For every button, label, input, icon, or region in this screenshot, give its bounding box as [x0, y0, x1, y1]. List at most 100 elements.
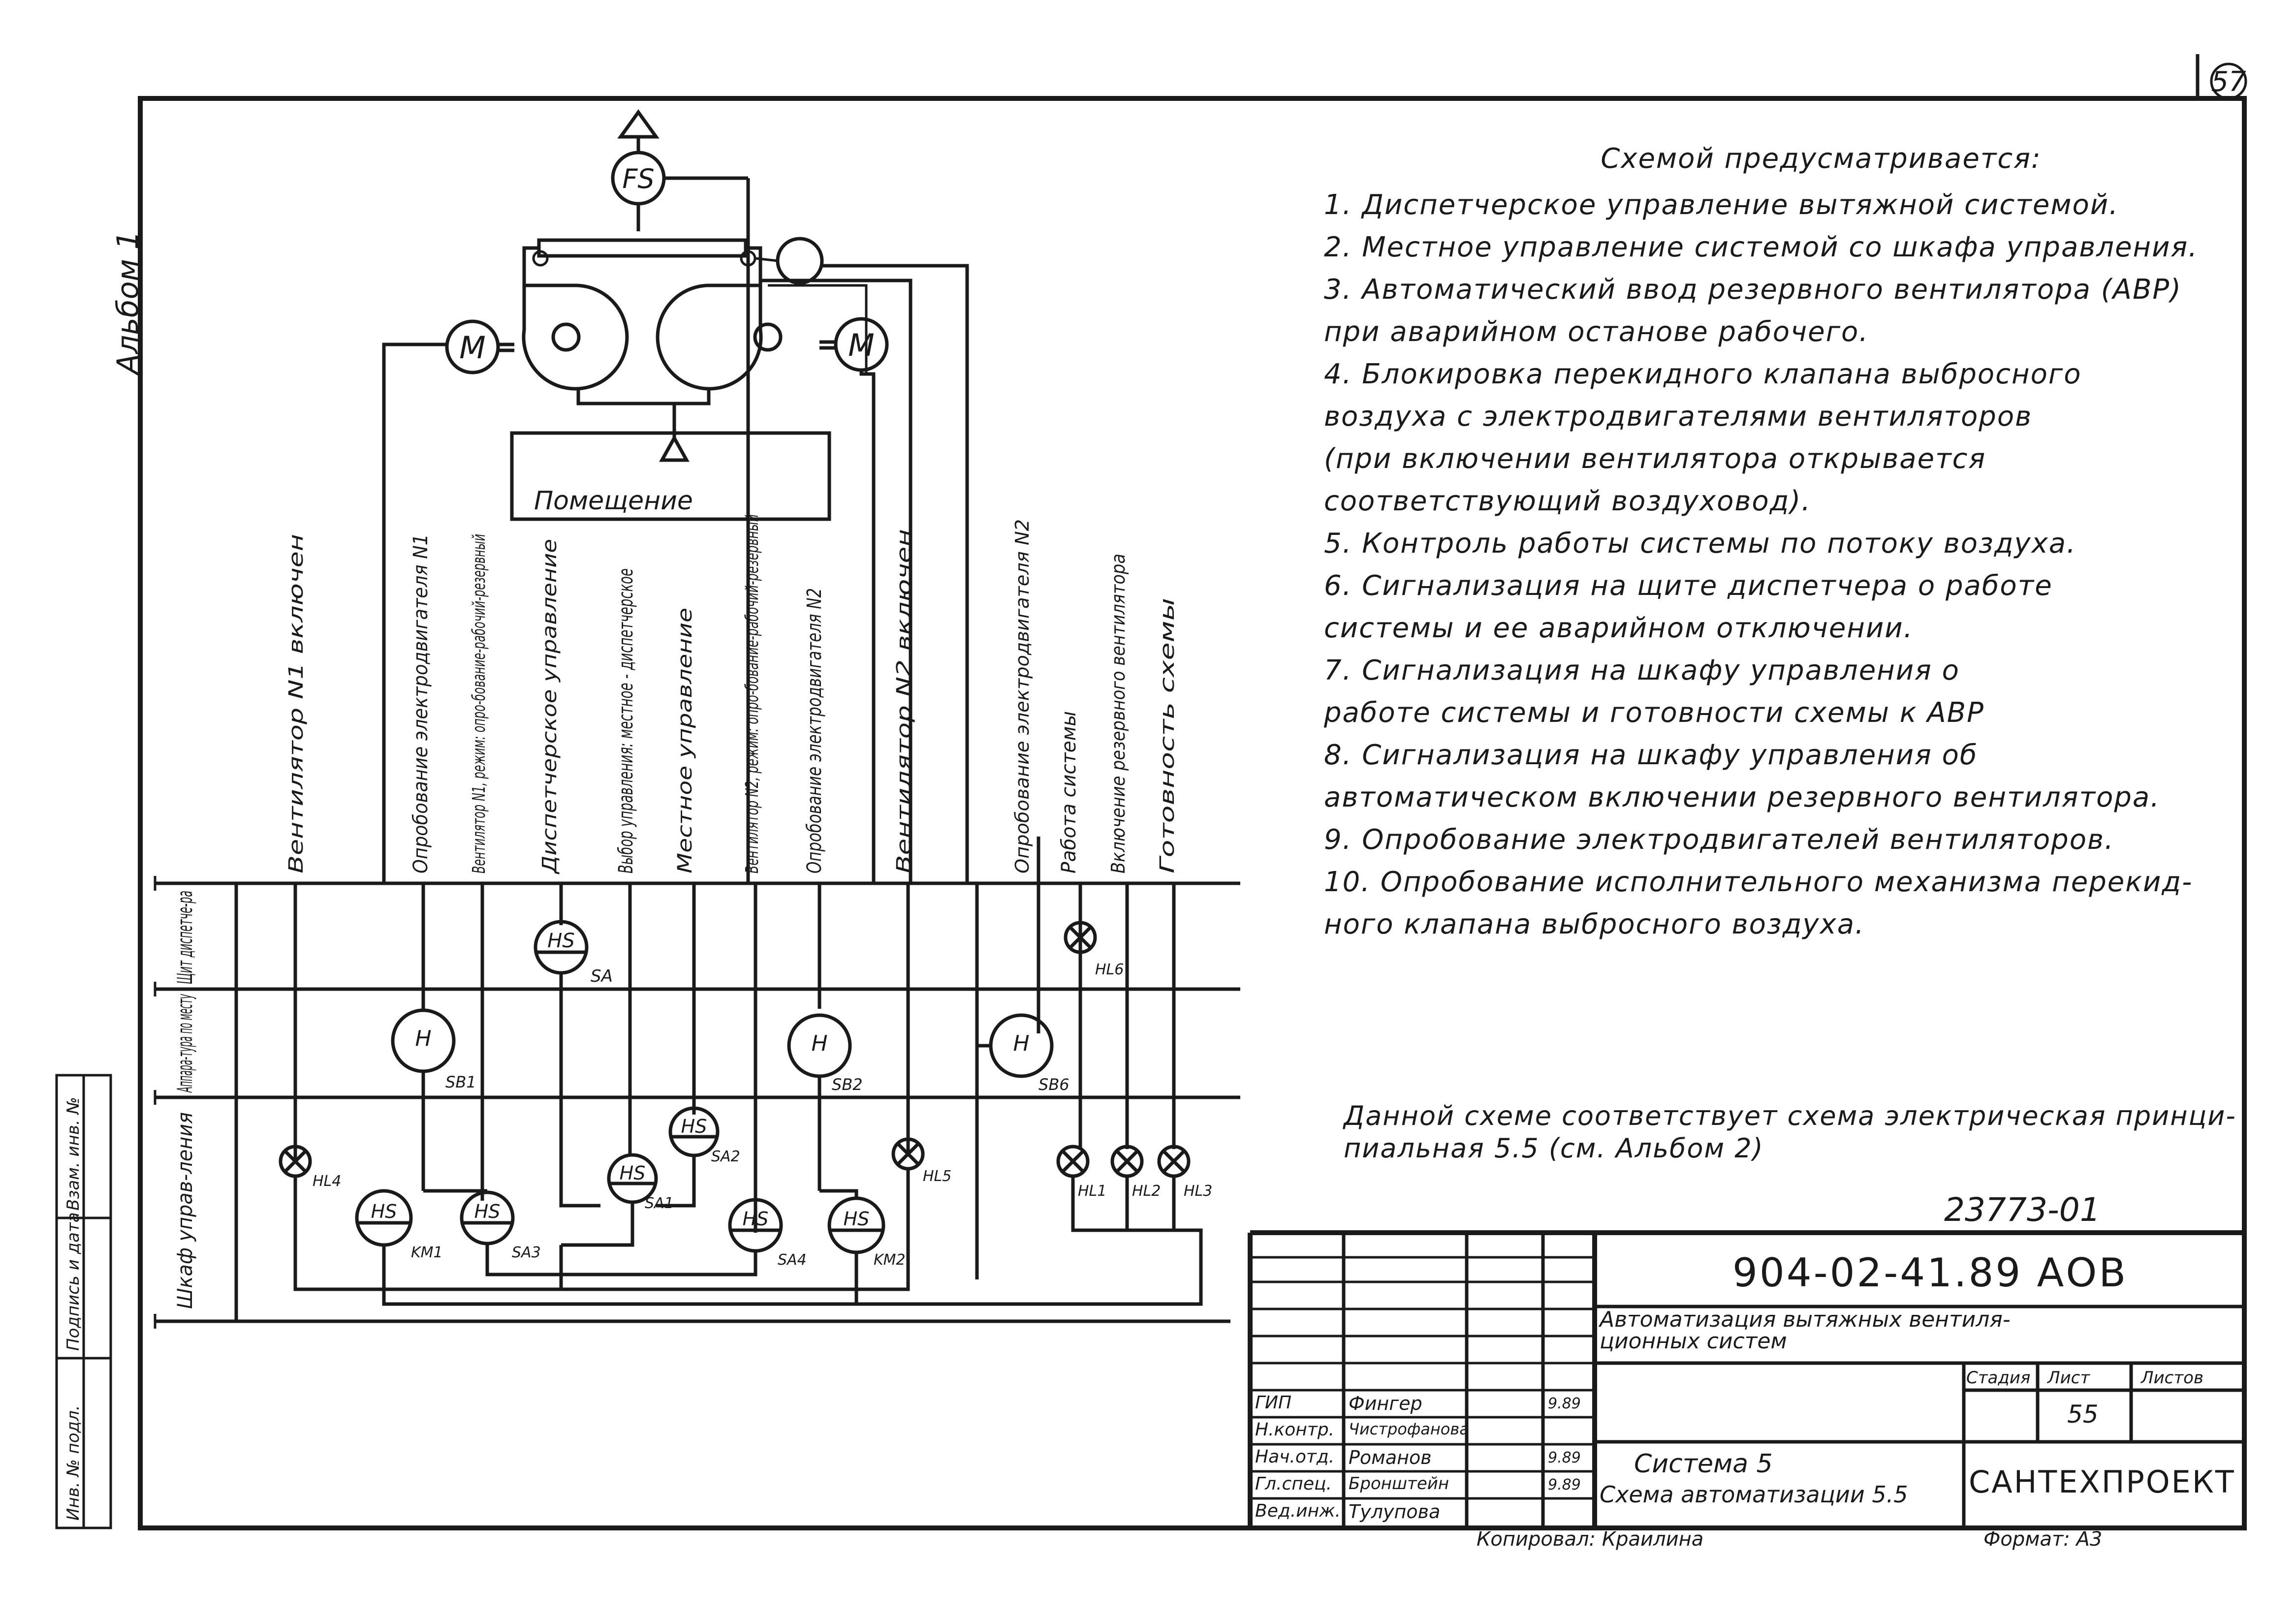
svg-text:SA2: SA2 — [711, 1148, 740, 1165]
system-name: Система 5 — [1634, 1449, 1773, 1479]
signal-label-3: Вентилятор N1, режим: опро-бование-рабоч… — [469, 534, 489, 873]
note-item-4: 4. Блокировка перекидного клапана выброс… — [1324, 358, 2082, 517]
date-1: 9.89 — [1548, 1395, 1581, 1412]
page-number-circle — [2210, 62, 2247, 100]
date-4: 9.89 — [1548, 1476, 1581, 1494]
switch-km2: HS KM2 — [827, 1196, 906, 1269]
row-label-cabinet: Шкаф управ-ления — [173, 1112, 197, 1309]
room-label: Помещение — [534, 486, 693, 516]
svg-text:KM2: KM2 — [874, 1251, 906, 1269]
note-item-8: 8. Сигнализация на шкафу управления об а… — [1324, 739, 2160, 813]
cabinet-bus — [293, 1265, 910, 1291]
note-item-6: 6. Сигнализация на щите диспетчера о раб… — [1324, 570, 2053, 644]
switch-sa1: HS SA1 — [607, 1153, 674, 1212]
signal-label-4: Диспетчерское управление — [538, 539, 561, 874]
svg-text:SB1: SB1 — [445, 1073, 476, 1091]
stamp-text-1: Инв. № подл. — [63, 1405, 83, 1521]
row-labels: Щит диспетче-ра Аппара-тура по месту Шка… — [173, 891, 197, 1309]
button-sb1: H SB1 — [391, 1008, 476, 1091]
lamp-hl5: HL5 — [891, 1137, 951, 1185]
left-stamp: Инв. № подл. Подпись и дата Взам. инв. № — [55, 1074, 112, 1529]
svg-text:SA4: SA4 — [778, 1251, 807, 1269]
lamp-hl6: HL6 — [1064, 921, 1124, 978]
fan-2 — [656, 283, 783, 391]
lamp-hl2: HL2 — [1110, 1145, 1161, 1200]
svg-text:HL2: HL2 — [1132, 1182, 1161, 1200]
svg-text:SA1: SA1 — [645, 1195, 674, 1212]
note-item-9: 9. Опробование электродвигателей вентиля… — [1324, 824, 2114, 856]
svg-text:SB2: SB2 — [832, 1075, 863, 1094]
changeover-damper-left — [532, 250, 549, 267]
role-nach-otd: Нач.отд. — [1255, 1447, 1335, 1467]
correspondence-note: Данной схеме соответствует схема электри… — [1344, 1100, 2236, 1164]
inventory-number: 23773-01 — [1944, 1191, 2101, 1229]
motor-1: M — [445, 319, 514, 374]
paper-format: Формат: А3 — [1983, 1528, 2103, 1551]
organization-name: САНТЕХПРОЕКТ — [1969, 1464, 2235, 1500]
sheet-header: Лист — [2047, 1368, 2090, 1388]
sheet-frame — [138, 96, 2247, 1530]
stamp-text-3: Взам. инв. № — [63, 1097, 83, 1211]
notes-block: Схемой предусматривается: 1. Диспетчерск… — [1324, 138, 2249, 946]
album-label: Альбом 1 — [111, 231, 145, 376]
switch-sa3: HS SA3 — [460, 1190, 541, 1261]
name-bronshtein: Бронштейн — [1349, 1474, 1449, 1494]
svg-text:SA: SA — [591, 966, 613, 986]
signal-label-10: Опробование электродвигателя N2 — [1011, 519, 1033, 873]
name-romanov: Романов — [1349, 1447, 1432, 1468]
drawing-name: Схема автоматизации 5.5 — [1600, 1481, 1908, 1508]
name-tulupova: Тулупова — [1349, 1501, 1441, 1523]
title-block-grid — [1248, 1230, 2244, 1528]
svg-text:H: H — [1013, 1031, 1029, 1056]
svg-text:HS: HS — [681, 1116, 707, 1137]
svg-text:HS: HS — [844, 1208, 870, 1230]
notes-header: Схемой предусматривается: — [1601, 143, 2042, 175]
stage-header: Стадия — [1966, 1368, 2031, 1388]
exhaust-outlet — [617, 109, 660, 153]
signal-label-13: Готовность схемы — [1156, 598, 1179, 873]
room-box — [510, 431, 831, 521]
exhaust-header-duct — [537, 238, 748, 258]
button-sb2: H SB2 — [787, 1013, 863, 1094]
page-number: 57 — [2211, 66, 2246, 98]
svg-text:HS: HS — [547, 930, 574, 952]
signal-lines — [293, 176, 1176, 1279]
lamp-hl4: HL4 — [279, 1145, 341, 1190]
suction-duct — [576, 389, 711, 405]
note-item-5: 5. Контроль работы системы по потоку воз… — [1324, 528, 2076, 560]
note-item-2: 2. Местное управление системой со шкафа … — [1324, 231, 2199, 263]
svg-text:FS: FS — [622, 163, 654, 194]
svg-text:M: M — [459, 330, 486, 366]
stamp-text-2: Подпись и дата — [63, 1212, 83, 1351]
signal-label-9: Вентилятор N2 включен — [893, 529, 915, 873]
switch-sa: HS SA — [534, 920, 613, 986]
damper-actuator — [776, 237, 824, 285]
svg-text:HL6: HL6 — [1095, 961, 1124, 978]
signal-label-2: Опробование электродвигателя N1 — [409, 534, 432, 873]
svg-text:HL3: HL3 — [1184, 1182, 1212, 1200]
role-gl-spec: Гл.спец. — [1255, 1474, 1332, 1494]
signal-label-6: Местное управление — [674, 608, 696, 873]
copied-by: Копировал: Краилина — [1477, 1528, 1704, 1551]
signal-label-12: Включение резервного вентилятора — [1107, 554, 1129, 873]
switch-km1: HS KM1 — [355, 1189, 443, 1261]
project-title: Автоматизация вытяжных вентиля- ционных … — [1600, 1307, 2011, 1354]
row-label-dispatch: Щит диспетче-ра — [173, 891, 197, 984]
svg-text:KM1: KM1 — [411, 1244, 443, 1261]
signal-label-5: Выбор управления: местное - диспетчерско… — [615, 568, 637, 873]
svg-text:M: M — [848, 327, 875, 363]
name-finger: Фингер — [1349, 1393, 1422, 1414]
room-inlet-arrow — [659, 434, 690, 462]
svg-text:H: H — [415, 1026, 431, 1051]
note-item-3: 3. Автоматический ввод резервного вентил… — [1324, 274, 2182, 348]
svg-text:HS: HS — [371, 1201, 397, 1222]
switch-sa2: HS SA2 — [668, 1106, 740, 1165]
name-chistrofanova: Чистрофанова — [1349, 1420, 1469, 1438]
svg-text:HS: HS — [474, 1201, 501, 1222]
duct-right-branch — [746, 246, 762, 285]
document-code: 904-02-41.89 АОВ — [1732, 1250, 2128, 1296]
button-sb6: H SB6 — [989, 1013, 1069, 1094]
role-n-kontr: Н.контр. — [1255, 1420, 1335, 1440]
